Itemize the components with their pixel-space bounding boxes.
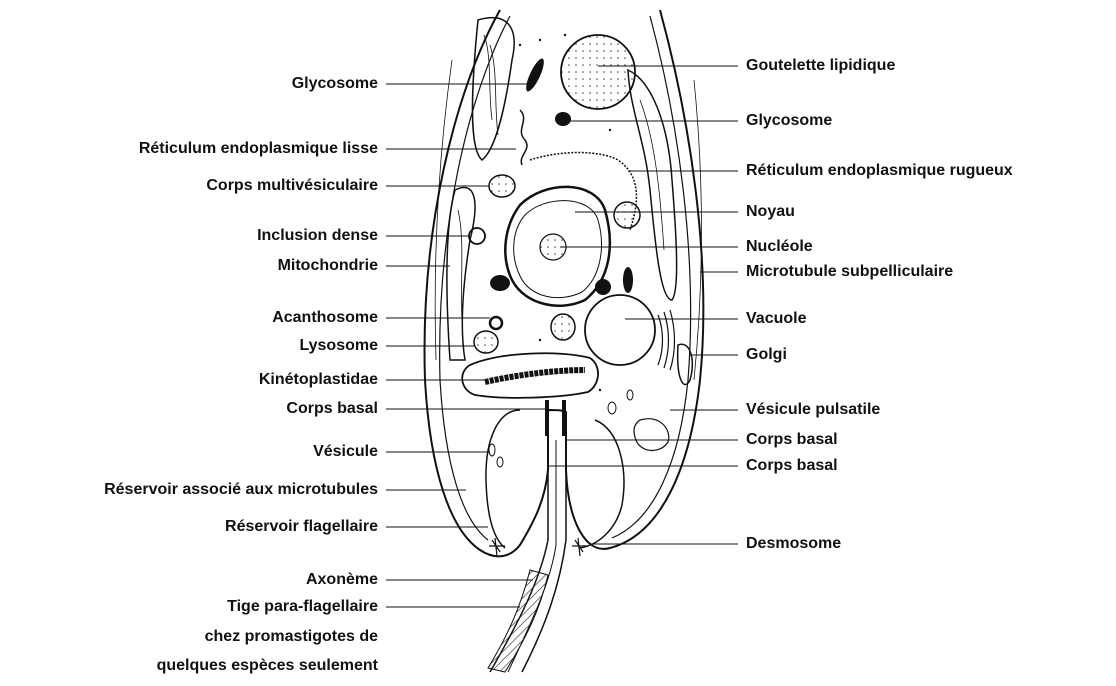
label-acanthosome: Acanthosome bbox=[272, 308, 378, 328]
label-rough-er: Réticulum endoplasmique rugueux bbox=[746, 161, 1013, 181]
multivesicular-body bbox=[489, 175, 515, 197]
kinetoplast-dna bbox=[485, 370, 585, 382]
label-lysosome: Lysosome bbox=[299, 336, 378, 356]
smooth-er bbox=[520, 110, 527, 165]
label-paraflagellar-rod: Tige para-flagellaire bbox=[227, 597, 378, 617]
label-vacuole: Vacuole bbox=[746, 309, 806, 329]
acanthosome bbox=[490, 317, 502, 329]
note-line-2: quelques espèces seulement bbox=[157, 656, 378, 676]
vacuole bbox=[585, 295, 655, 365]
lipid-droplet bbox=[561, 35, 635, 109]
label-golgi: Golgi bbox=[746, 345, 787, 365]
label-desmosome: Desmosome bbox=[746, 534, 841, 554]
label-vesicle: Vésicule bbox=[313, 442, 378, 462]
basal-body-1 bbox=[545, 400, 549, 436]
label-nucleolus: Nucléole bbox=[746, 237, 813, 257]
label-basal-body-right-2: Corps basal bbox=[746, 456, 838, 476]
note-line-1: chez promastigotes de bbox=[205, 627, 378, 647]
label-subpellicular-microtubule: Microtubule subpelliculaire bbox=[746, 262, 953, 282]
label-microtubule-reservoir: Réservoir associé aux microtubules bbox=[104, 480, 378, 500]
label-basal-body-left: Corps basal bbox=[286, 399, 378, 419]
label-lipid-droplet: Goutelette lipidique bbox=[746, 56, 895, 76]
mitochondrion-left bbox=[472, 18, 514, 160]
label-glycosome-left: Glycosome bbox=[292, 74, 378, 94]
label-axoneme: Axonème bbox=[306, 570, 378, 590]
label-basal-body-right-1: Corps basal bbox=[746, 430, 838, 450]
basal-body-2 bbox=[562, 400, 566, 436]
flagellar-pocket-right bbox=[580, 420, 624, 548]
leader-lines-right bbox=[548, 66, 738, 544]
glycosome-right bbox=[555, 112, 571, 126]
label-glycosome-right: Glycosome bbox=[746, 111, 832, 131]
glycosome-left bbox=[523, 57, 547, 94]
label-smooth-er: Réticulum endoplasmique lisse bbox=[139, 139, 378, 159]
label-flagellar-reservoir: Réservoir flagellaire bbox=[225, 517, 378, 537]
label-contractile-vesicle: Vésicule pulsatile bbox=[746, 400, 880, 420]
lysosome bbox=[474, 331, 498, 353]
label-mitochondrion: Mitochondrie bbox=[278, 256, 378, 276]
label-kinetoplastid: Kinétoplastidae bbox=[259, 370, 378, 390]
label-dense-inclusion: Inclusion dense bbox=[257, 226, 378, 246]
contractile-vacuole bbox=[634, 419, 669, 451]
flagellar-pocket-left bbox=[486, 410, 520, 548]
label-multivesicular-body: Corps multivésiculaire bbox=[206, 176, 378, 196]
label-nucleus: Noyau bbox=[746, 202, 795, 222]
paraflagellar-rod bbox=[488, 570, 548, 672]
